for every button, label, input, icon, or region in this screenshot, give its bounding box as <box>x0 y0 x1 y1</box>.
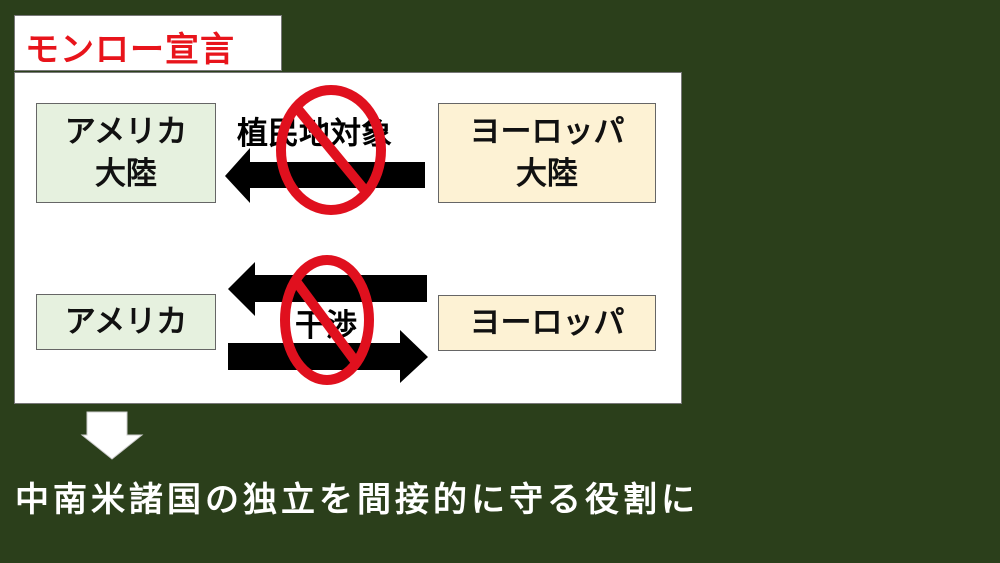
title-box: モンロー宣言 <box>14 15 282 71</box>
colonization-arrow-left <box>225 148 425 203</box>
europe-box: ヨーロッパ <box>438 295 656 351</box>
prohibition-icon <box>280 255 374 385</box>
interference-arrow-left <box>228 262 427 316</box>
america-label: アメリカ <box>64 304 188 340</box>
prohibition-icon <box>276 85 386 215</box>
down-arrow-icon <box>80 411 144 460</box>
europe-continent-line1: ヨーロッパ <box>469 114 625 150</box>
interference-arrow-right <box>228 330 428 383</box>
slide-title: モンロー宣言 <box>25 30 235 70</box>
america-continent-box: アメリカ大陸 <box>36 103 216 203</box>
europe-continent-line2: 大陸 <box>516 156 578 192</box>
europe-label: ヨーロッパ <box>469 305 625 341</box>
america-box: アメリカ <box>36 294 216 350</box>
america-continent-line2: 大陸 <box>94 156 157 192</box>
america-continent-line1: アメリカ <box>64 114 188 150</box>
europe-continent-box: ヨーロッパ大陸 <box>438 103 656 203</box>
conclusion-text: 中南米諸国の独立を間接的に守る役割に <box>15 480 699 520</box>
